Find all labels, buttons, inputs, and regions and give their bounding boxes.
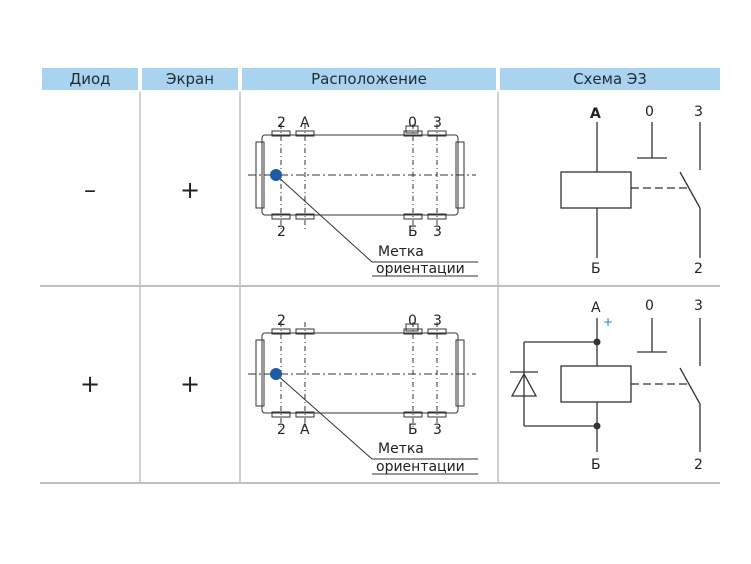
row1-bottom-pin-label: 2 — [277, 224, 286, 240]
header-schema-label: Схема Э3 — [573, 70, 647, 88]
row1-relay-coil — [560, 171, 632, 209]
header-layout: Расположение — [242, 68, 496, 90]
row2-orientation-marker — [270, 368, 282, 380]
row2-schema-terminal-3: 3 — [694, 298, 703, 314]
row1-marker-label: Метка — [378, 244, 424, 260]
row2-circuit-schema — [510, 318, 701, 452]
row2-diode-value: + — [79, 370, 101, 398]
header-screen: Экран — [142, 68, 238, 90]
row2-bottom-pin-label: A — [300, 422, 310, 438]
row1-screen-value: + — [179, 176, 201, 204]
header-diode-label: Диод — [69, 70, 111, 88]
row2-schema-terminal-a: A — [591, 300, 601, 316]
row1-bottom-pin-label: 3 — [433, 224, 442, 240]
column-divider — [497, 92, 499, 484]
row2-schema-terminal-b: Б — [591, 457, 601, 473]
row2-junction-dot — [593, 422, 601, 430]
row2-top-pin-label: 3 — [433, 313, 442, 329]
row1-orientation-marker — [270, 169, 282, 181]
row2-schema-terminal-2: 2 — [694, 457, 703, 473]
row2-diode-symbol — [510, 372, 538, 397]
row2-junction-dot — [593, 338, 601, 346]
row2-screen-value: + — [179, 370, 201, 398]
header-layout-label: Расположение — [311, 70, 427, 88]
row2-schema-terminal-0: 0 — [645, 298, 654, 314]
row-divider — [40, 285, 720, 287]
header-diode: Диод — [42, 68, 138, 90]
row2-bottom-pin-label: 3 — [433, 422, 442, 438]
header-screen-label: Экран — [165, 70, 215, 88]
row1-diode-value: – — [84, 176, 96, 204]
row2-schema-plus: + — [603, 315, 613, 329]
row1-schema-terminal-b: Б — [591, 261, 601, 277]
row2-bottom-pin-label: Б — [408, 422, 418, 438]
row2-relay-body — [248, 322, 478, 475]
row2-relay-coil — [560, 365, 632, 403]
row1-marker-label: ориентации — [376, 261, 465, 277]
row1-circuit-schema — [560, 122, 701, 258]
header-schema: Схема Э3 — [500, 68, 720, 90]
row2-top-pin-label: 2 — [277, 313, 286, 329]
row1-top-pin-label: 3 — [433, 115, 442, 131]
row1-schema-terminal-2: 2 — [694, 261, 703, 277]
row2-bottom-pin-label: 2 — [277, 422, 286, 438]
column-divider — [139, 92, 141, 484]
row1-top-pin-label: A — [300, 115, 310, 131]
row2-top-pin-label: 0 — [408, 313, 417, 329]
row1-top-pin-label: 2 — [277, 115, 286, 131]
column-divider — [239, 92, 241, 484]
row2-marker-label: Метка — [378, 441, 424, 457]
row1-relay-body — [248, 124, 478, 277]
row-divider — [40, 482, 720, 484]
row1-bottom-pin-label: Б — [408, 224, 418, 240]
row1-schema-terminal-a: A — [590, 106, 601, 122]
row1-schema-terminal-3: 3 — [694, 104, 703, 120]
row2-marker-label: ориентации — [376, 459, 465, 475]
row1-schema-terminal-0: 0 — [645, 104, 654, 120]
row1-top-pin-label: 0 — [408, 115, 417, 131]
